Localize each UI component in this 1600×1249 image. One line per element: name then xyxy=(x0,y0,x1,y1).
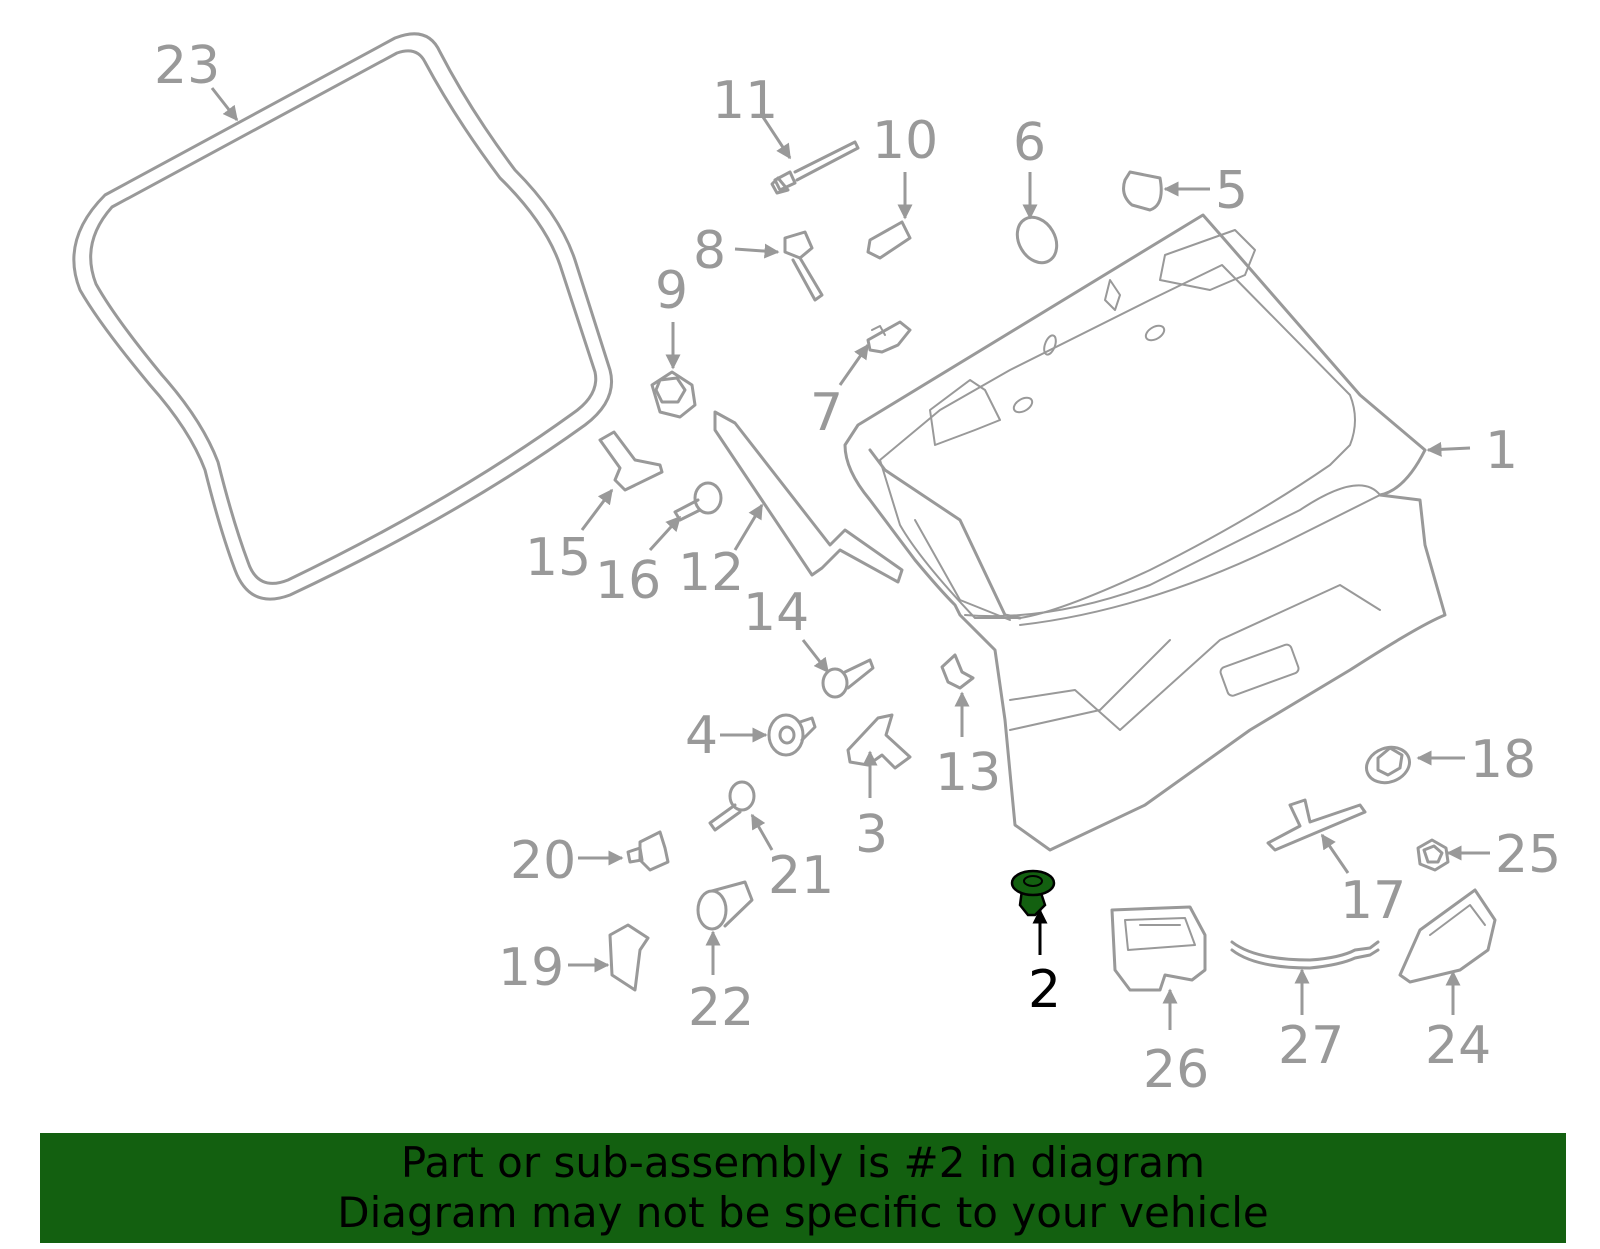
callout-labels: 1 2 3 4 5 6 7 8 9 10 11 12 13 14 15 16 1… xyxy=(154,36,1561,1100)
callout-16: 16 xyxy=(595,551,661,611)
part-5-cover xyxy=(1122,170,1163,212)
part-1-liftgate xyxy=(843,213,1447,852)
leader-lines xyxy=(210,87,1490,1030)
callout-11: 11 xyxy=(712,71,778,131)
part-8-bolt xyxy=(783,230,824,302)
callout-2: 2 xyxy=(1028,960,1061,1020)
callout-10: 10 xyxy=(872,111,938,171)
callout-4: 4 xyxy=(685,706,718,766)
part-6-plug xyxy=(1015,215,1059,265)
callout-14: 14 xyxy=(743,583,809,643)
part-20-clip xyxy=(626,830,670,872)
part-10-clip xyxy=(866,220,912,260)
callout-20: 20 xyxy=(510,831,576,891)
callout-21: 21 xyxy=(768,846,834,906)
part-22-grommet xyxy=(696,880,754,931)
callout-25: 25 xyxy=(1495,825,1561,885)
part-25-nut xyxy=(1416,838,1450,872)
part-18-nut xyxy=(1365,745,1411,785)
part-9-nut xyxy=(650,370,697,419)
part-23-weatherstrip xyxy=(72,32,614,601)
part-13-clip xyxy=(940,653,975,690)
part-24-bracket xyxy=(1398,888,1497,984)
callout-15: 15 xyxy=(525,528,591,588)
part-19-bracket xyxy=(608,923,650,992)
part-26-latch xyxy=(1110,905,1207,992)
banner-line-1: Part or sub-assembly is #2 in diagram xyxy=(400,1138,1206,1187)
callout-5: 5 xyxy=(1215,161,1248,221)
part-3-bracket xyxy=(846,713,912,770)
part-12-strip xyxy=(713,410,904,584)
part-7-clip xyxy=(866,320,912,354)
callout-27: 27 xyxy=(1278,1016,1344,1076)
part-17-strip xyxy=(1266,798,1367,852)
callout-23: 23 xyxy=(154,36,220,96)
part-2-fastener-highlighted xyxy=(1010,869,1056,917)
callout-19: 19 xyxy=(498,938,564,998)
callout-7: 7 xyxy=(810,383,843,443)
callout-26: 26 xyxy=(1143,1040,1209,1100)
banner-line-2: Diagram may not be specific to your vehi… xyxy=(337,1188,1269,1237)
callout-3: 3 xyxy=(855,805,888,865)
callout-12: 12 xyxy=(678,543,744,603)
part-15-bracket xyxy=(598,430,664,492)
callout-9: 9 xyxy=(655,261,688,321)
callout-13: 13 xyxy=(935,743,1001,803)
part-27-cable xyxy=(1230,940,1380,970)
callout-17: 17 xyxy=(1340,871,1406,931)
part-21-screw xyxy=(708,780,756,832)
part-11-pin xyxy=(770,140,860,195)
callout-6: 6 xyxy=(1013,113,1046,173)
part-16-screw xyxy=(673,481,723,522)
callout-22: 22 xyxy=(688,978,754,1038)
part-4-bumper xyxy=(767,713,817,757)
callout-18: 18 xyxy=(1470,730,1536,790)
callout-24: 24 xyxy=(1425,1016,1491,1076)
callout-8: 8 xyxy=(693,221,726,281)
part-14-screw xyxy=(821,658,875,699)
info-banner: Part or sub-assembly is #2 in diagram Di… xyxy=(40,1133,1566,1243)
callout-1: 1 xyxy=(1485,421,1518,481)
